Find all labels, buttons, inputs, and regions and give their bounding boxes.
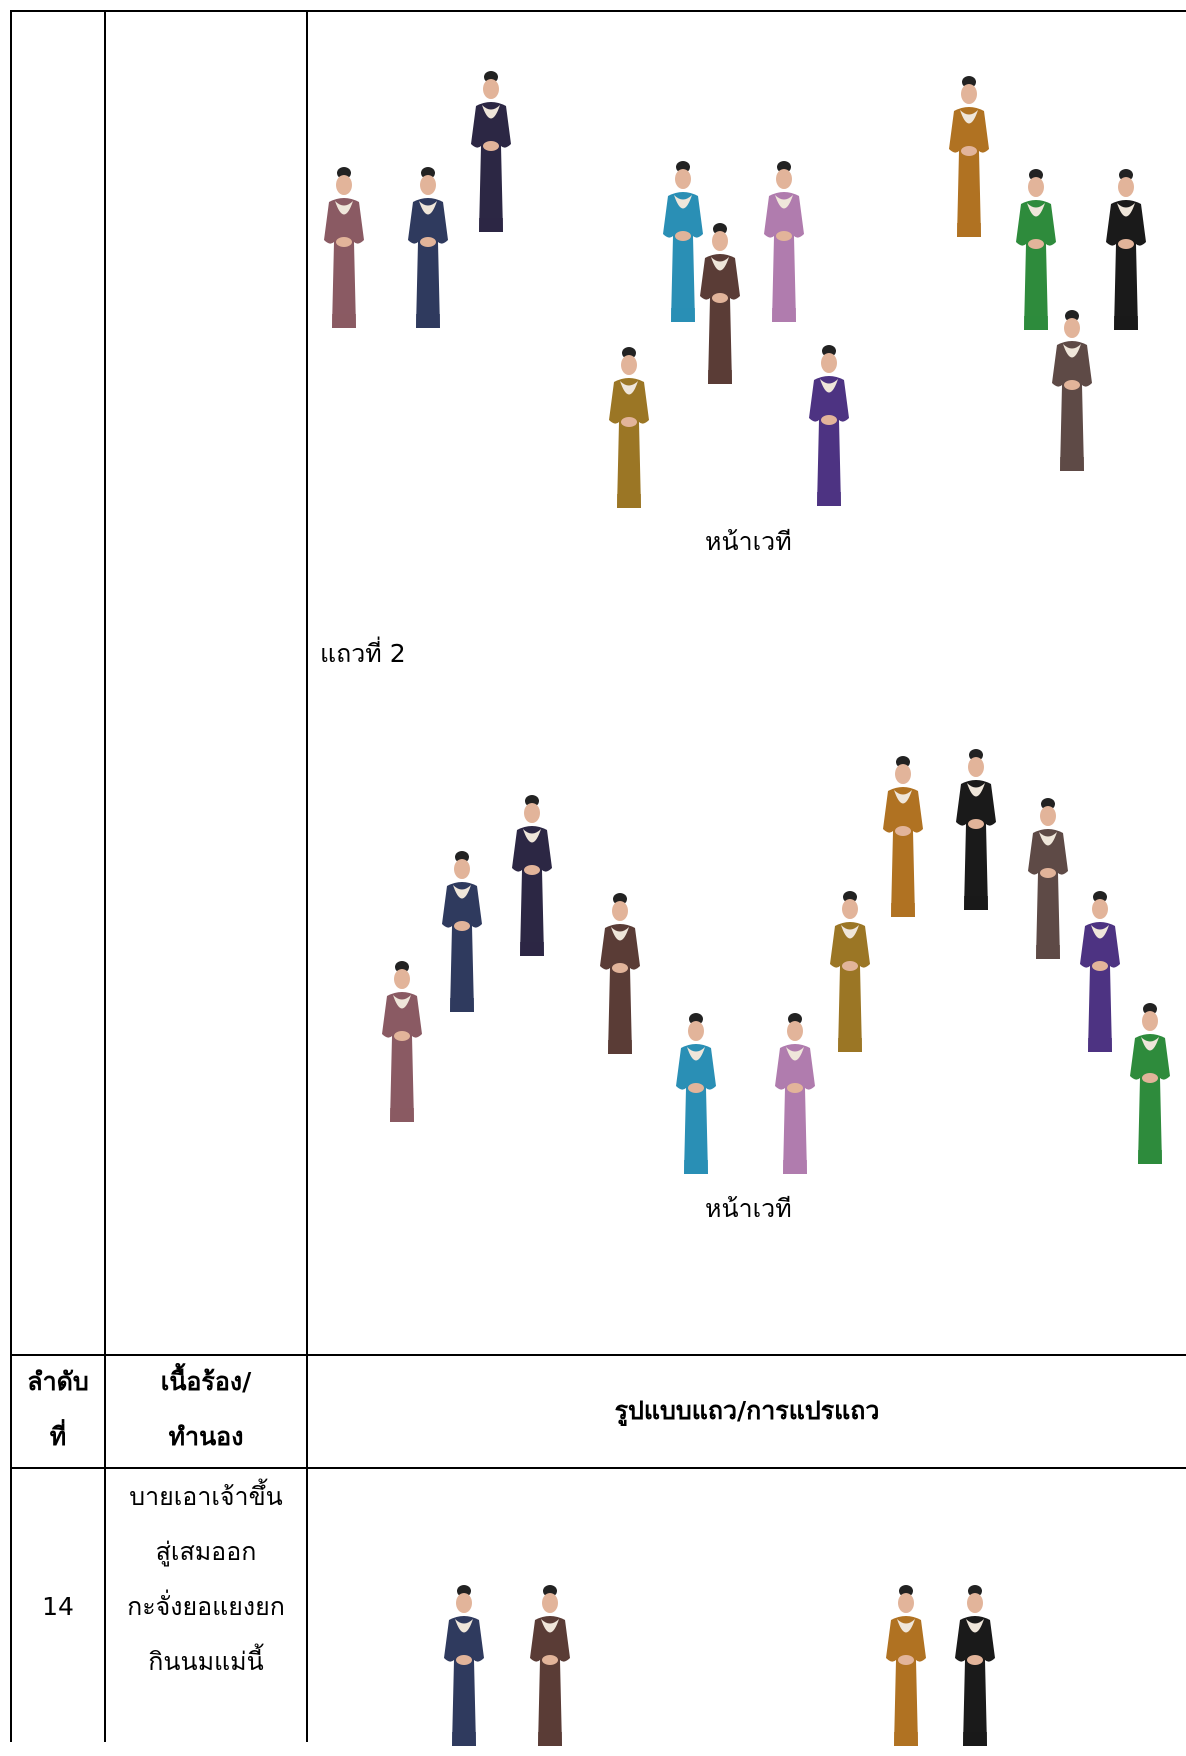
row-14-lyric-line-2: สู่เสมออก xyxy=(155,1537,257,1566)
stage-front-label-2: หน้าเวที xyxy=(705,1194,792,1223)
dancer-figure xyxy=(803,344,855,516)
dancer-figure xyxy=(694,222,746,394)
dancer-figure xyxy=(769,1012,821,1184)
dancer-figure xyxy=(950,748,1002,920)
header-formation: รูปแบบแถว/การแปรแถว xyxy=(614,1396,880,1425)
stage-front-label-1: หน้าเวที xyxy=(705,527,792,556)
dancer-figure xyxy=(465,70,517,242)
dancer-figure xyxy=(877,755,929,927)
dancer-figure xyxy=(670,1012,722,1184)
dancer-figure xyxy=(657,160,709,332)
header-order-line2: ที่ xyxy=(49,1422,67,1451)
dancer-figure xyxy=(594,892,646,1064)
row-2-label: แถวที่ 2 xyxy=(320,639,406,668)
dancer-figure xyxy=(603,346,655,518)
row-14-number: 14 xyxy=(42,1592,74,1621)
dancer-figure xyxy=(524,1584,576,1756)
dancer-figure xyxy=(506,794,558,966)
header-lyrics-line1: เนื้อร้อง/ xyxy=(160,1367,252,1396)
dancer-figure xyxy=(1046,309,1098,481)
row-14-lyric-line-4: กินนมแม่นี้ xyxy=(148,1647,264,1676)
column-divider-1 xyxy=(104,10,106,1742)
row-14-lyric-line-3: กะจั่งยอแยงยก xyxy=(127,1592,285,1621)
row-14-lyric-line-1: บายเอาเจ้าขึ้น xyxy=(129,1482,283,1511)
dancer-figure xyxy=(943,75,995,247)
dancer-figure xyxy=(1074,890,1126,1062)
header-lyrics-line2: ทำนอง xyxy=(168,1422,244,1451)
table-top-border xyxy=(10,10,1186,12)
dancer-figure xyxy=(318,166,370,338)
header-order-line1: ลำดับ xyxy=(27,1367,89,1396)
column-divider-2 xyxy=(306,10,308,1742)
dancer-figure xyxy=(402,166,454,338)
dancer-figure xyxy=(1010,168,1062,340)
row-divider-header-bottom xyxy=(10,1467,1186,1469)
dancer-figure xyxy=(880,1584,932,1756)
dancer-figure xyxy=(1124,1002,1176,1174)
row-divider-header-top xyxy=(10,1354,1186,1356)
dancer-figure xyxy=(1022,797,1074,969)
dancer-figure xyxy=(1100,168,1152,340)
dancer-figure xyxy=(376,960,428,1132)
dancer-figure xyxy=(824,890,876,1062)
dancer-figure xyxy=(758,160,810,332)
dancer-figure xyxy=(436,850,488,1022)
dancer-figure xyxy=(949,1584,1001,1756)
dancer-figure xyxy=(438,1584,490,1756)
table-left-border xyxy=(10,10,12,1742)
